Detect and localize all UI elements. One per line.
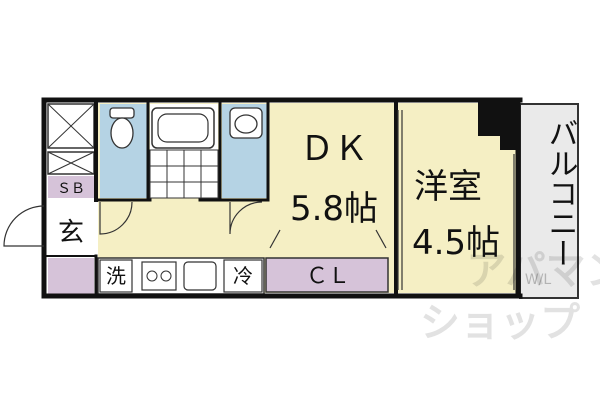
- windows: [397, 110, 515, 290]
- washbasin-icon: [229, 107, 263, 139]
- bathtub-icon: [151, 107, 215, 149]
- watermark-badge: W/L: [525, 272, 552, 288]
- fridge-label: 冷: [233, 264, 253, 288]
- entrance-storage: [48, 258, 94, 294]
- pillar: [478, 100, 520, 150]
- closet-label: ＣＬ: [306, 264, 350, 289]
- dk-label: ＤＫ: [300, 129, 368, 169]
- shoe-box-label: ＳＢ: [57, 181, 85, 197]
- entrance-label: 玄: [58, 218, 84, 248]
- sink-icon: [183, 261, 217, 291]
- western-room-label: 洋室: [414, 167, 482, 207]
- stove-icon: [141, 261, 177, 291]
- balcony-label: バルコニー: [543, 118, 578, 268]
- doors: [3, 201, 387, 249]
- fridge-box: [223, 259, 263, 293]
- shoe-box-area: [48, 176, 94, 198]
- entrance-area: [48, 200, 94, 256]
- watermark-line2: ショップ: [420, 300, 580, 346]
- walls: [41, 97, 523, 299]
- closet-area: [265, 257, 389, 293]
- toilet-icon: [109, 107, 135, 149]
- dk-size-label: 5.8帖: [290, 189, 378, 229]
- balcony-area: [519, 103, 579, 299]
- watermark-line1: アパマン: [466, 248, 600, 294]
- washer-label: 洗: [106, 264, 126, 288]
- washer-box: [99, 259, 133, 293]
- bathroom-tiles: [149, 149, 219, 199]
- western-size-label: 4.5帖: [412, 223, 500, 263]
